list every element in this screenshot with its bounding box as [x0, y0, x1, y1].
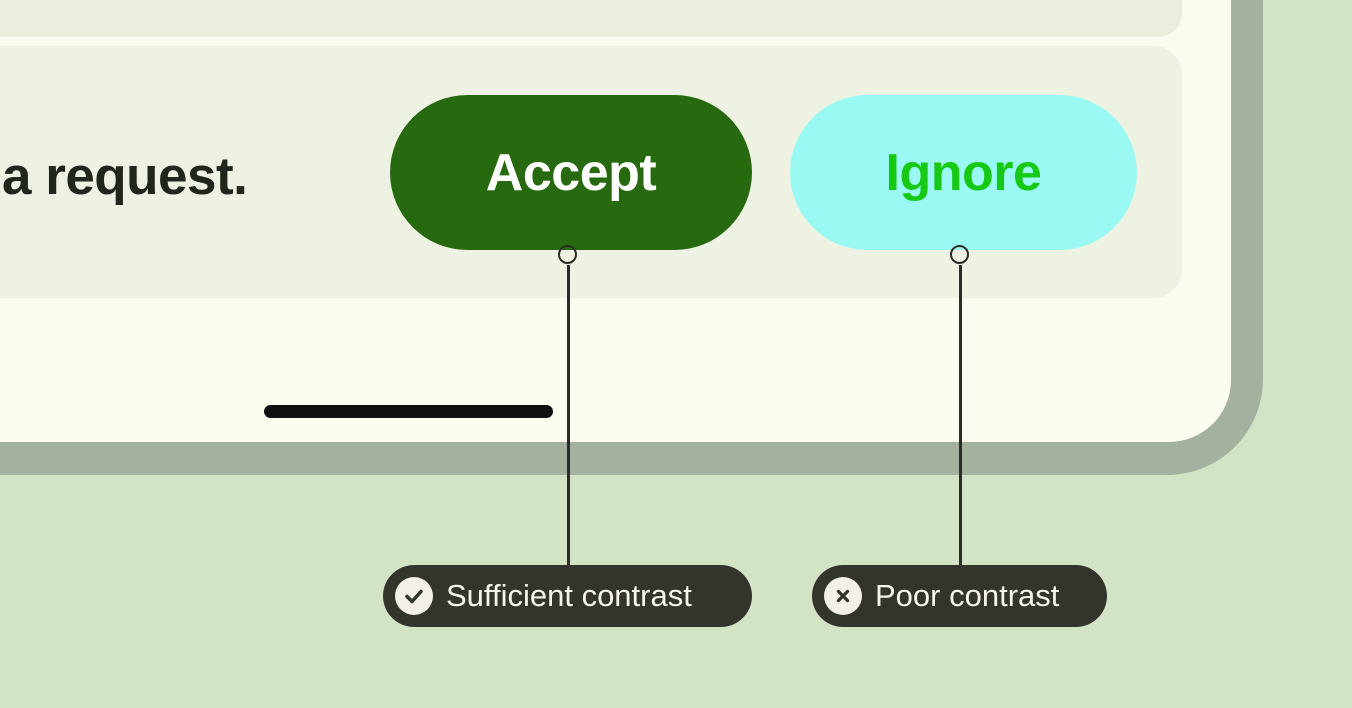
- check-icon: [395, 577, 433, 615]
- x-icon: [824, 577, 862, 615]
- callout-line-accept: [567, 265, 570, 565]
- callout-anchor-dot-accept: [558, 245, 577, 264]
- home-indicator: [264, 405, 553, 418]
- annotation-sufficient-contrast: Sufficient contrast: [383, 565, 752, 627]
- annotation-label: Poor contrast: [875, 578, 1060, 613]
- notification-panel-partial: [0, 0, 1182, 37]
- callout-anchor-dot-ignore: [950, 245, 969, 264]
- annotation-label: Sufficient contrast: [446, 578, 692, 613]
- ignore-button[interactable]: Ignore: [790, 95, 1137, 250]
- callout-line-ignore: [959, 265, 962, 565]
- notification-message: a request.: [2, 147, 248, 206]
- accept-button[interactable]: Accept: [390, 95, 752, 250]
- annotation-poor-contrast: Poor contrast: [812, 565, 1107, 627]
